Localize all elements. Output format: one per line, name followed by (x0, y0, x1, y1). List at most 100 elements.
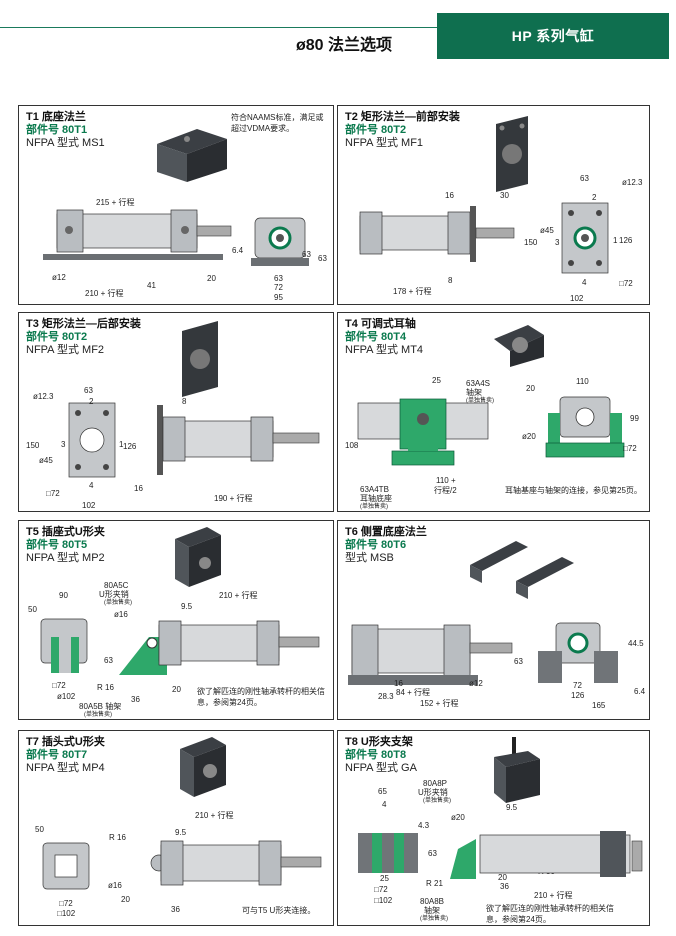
dim-pin-dia: ø20 (522, 432, 536, 441)
panel-t5: T5 插座式U形夹 部件号 80T5 NFPA 型式 MP2 90 80A5C … (18, 520, 334, 720)
nfpa-style: NFPA 型式 MS1 (26, 137, 105, 149)
panel-t3: T3 矩形法兰—后部安装 部件号 80T2 NFPA 型式 MF2 ø12.3 … (18, 312, 334, 512)
mounting-note: 耳轴基座与轴架的连接，参见第25页。 (505, 486, 642, 495)
dim-63: 63 (84, 386, 93, 395)
dim-length: 178 + 行程 (393, 287, 432, 296)
face-3: 3 (61, 440, 66, 449)
dim-110-plus: 110 + (436, 476, 456, 485)
bracket-isometric-icon (157, 129, 227, 182)
dim-25: 25 (432, 376, 441, 385)
dim-pin-dia: ø16 (114, 610, 128, 619)
panel-title: T4 可调式耳轴 (345, 318, 416, 330)
dim-108: 108 (345, 441, 359, 450)
trunnion-isometric-icon (494, 325, 544, 367)
dim-6-4: 6.4 (232, 246, 244, 255)
label-sold-separately-b: (单独售卖) (84, 712, 112, 718)
cylinder-side-view-drawing (43, 209, 232, 260)
dim-9-5: 9.5 (175, 828, 187, 837)
dim-72: 72 (274, 283, 283, 292)
face-3: 3 (555, 238, 560, 247)
dim-16: 16 (134, 484, 143, 493)
panel-t7: T7 插头式U形夹 部件号 80T7 NFPA 型式 MP4 50 210 + … (18, 730, 334, 926)
panel-t4: T4 可调式耳轴 部件号 80T4 NFPA 型式 MT4 25 63A4S 轴… (337, 312, 650, 512)
nfpa-style: 型式 MSB (345, 552, 394, 564)
label-80a8p: 80A8P (423, 779, 448, 788)
nfpa-style: NFPA 型式 MT4 (345, 344, 424, 356)
bearing-note: 欲了解匹连的刚性轴承转杆的相关信息，参阅第24页。 (197, 687, 325, 707)
dim-9-5: 9.5 (506, 803, 518, 812)
face-1: 1 (613, 236, 618, 245)
label-80a5b: 80A5B 轴架 (79, 702, 122, 711)
dim-36: 36 (131, 695, 140, 704)
nfpa-style: NFPA 型式 MF1 (345, 137, 424, 149)
header-rule (0, 27, 440, 28)
dim-radius: R 16 (109, 833, 126, 842)
label-sold-separately-a: (单独售卖) (423, 798, 451, 804)
dim-63: 63 (104, 656, 113, 665)
clevis-isometric-icon (175, 527, 221, 587)
connection-note: 可与T5 U形夹连接。 (242, 906, 316, 915)
dim-bolt-dia: ø12 (52, 273, 66, 282)
label-shaft-support: 轴架 (424, 906, 440, 915)
dim-72: 72 (573, 681, 582, 690)
part-number: 部件号 80T4 (345, 331, 407, 343)
dim-square-72: □72 (52, 681, 66, 690)
dim-8: 8 (182, 397, 187, 406)
dim-25: 25 (380, 874, 389, 883)
dim-30: 30 (500, 191, 509, 200)
face-4: 4 (582, 278, 587, 287)
dim-square-102: □102 (374, 896, 393, 905)
panel-t1: T1 底座法兰 部件号 80T1 NFPA 型式 MS1 符合NAAMS标准，满… (18, 105, 334, 305)
dim-102: 102 (570, 294, 584, 303)
label-sold-separately-b: (单独售卖) (360, 504, 388, 510)
dim-20: 20 (498, 873, 507, 882)
side-mount-end-view-drawing (538, 622, 618, 683)
nfpa-style: NFPA 型式 MP2 (26, 552, 105, 564)
part-number: 部件号 80T8 (345, 749, 407, 761)
clevis-bracket-front-drawing (358, 833, 418, 873)
dim-63: 63 (428, 849, 437, 858)
dim-pilot-dia: ø45 (39, 456, 53, 465)
panel-t2: T2 矩形法兰—前部安装 部件号 80T2 NFPA 型式 MF1 16 30 … (337, 105, 650, 305)
label-clevis-pin: U形夹销 (99, 590, 129, 599)
dim-square-72: □72 (623, 444, 637, 453)
dim-4-3: 4.3 (418, 821, 430, 830)
label-63a4s: 63A4S (466, 379, 491, 388)
dim-4: 4 (382, 800, 387, 809)
nfpa-style: NFPA 型式 GA (345, 762, 417, 774)
dim-90: 90 (59, 591, 68, 600)
panel-title: T5 插座式U形夹 (26, 526, 105, 538)
dim-length: 210 + 行程 (195, 811, 234, 820)
dim-152: 152 + 行程 (420, 699, 459, 708)
dim-20: 20 (207, 274, 216, 283)
label-sold-separately-a: (单独售卖) (104, 600, 132, 606)
dim-20: 20 (172, 685, 181, 694)
dim-63-a: 63 (302, 250, 311, 259)
part-number: 部件号 80T5 (26, 539, 88, 551)
dim-99: 99 (630, 414, 639, 423)
nfpa-style: NFPA 型式 MF2 (26, 344, 105, 356)
dim-mount-length: 210 + 行程 (85, 289, 124, 298)
dim-square-72: □72 (374, 885, 388, 894)
panel-title: T8 U形夹支架 (345, 736, 413, 748)
dim-63-b: 63 (318, 254, 327, 263)
clevis-bracket-isometric-icon (494, 737, 540, 803)
label-sold-separately-b: (单独售卖) (420, 916, 448, 922)
face-1: 1 (119, 440, 124, 449)
label-trunnion-base: 耳轴底座 (360, 494, 392, 503)
dim-20: 20 (121, 895, 130, 904)
dim-41: 41 (147, 281, 156, 290)
label-80a8b: 80A8B (420, 897, 445, 906)
part-number: 部件号 80T1 (26, 124, 88, 136)
dim-9-5: 9.5 (181, 602, 193, 611)
cylinder-side-view-drawing (157, 405, 320, 475)
cylinder-side-view-drawing (450, 831, 643, 879)
dim-6-4: 6.4 (634, 687, 646, 696)
clevis-isometric-icon (180, 737, 226, 797)
compliance-note: 符合NAAMS标准，满足或超过VDMA要求。 (231, 113, 324, 133)
dim-102: 102 (82, 501, 96, 510)
page-title: ø80 法兰选项 (296, 37, 393, 54)
dim-63: 63 (580, 174, 589, 183)
clevis-end-view-drawing (42, 842, 90, 890)
dim-16: 16 (394, 679, 403, 688)
